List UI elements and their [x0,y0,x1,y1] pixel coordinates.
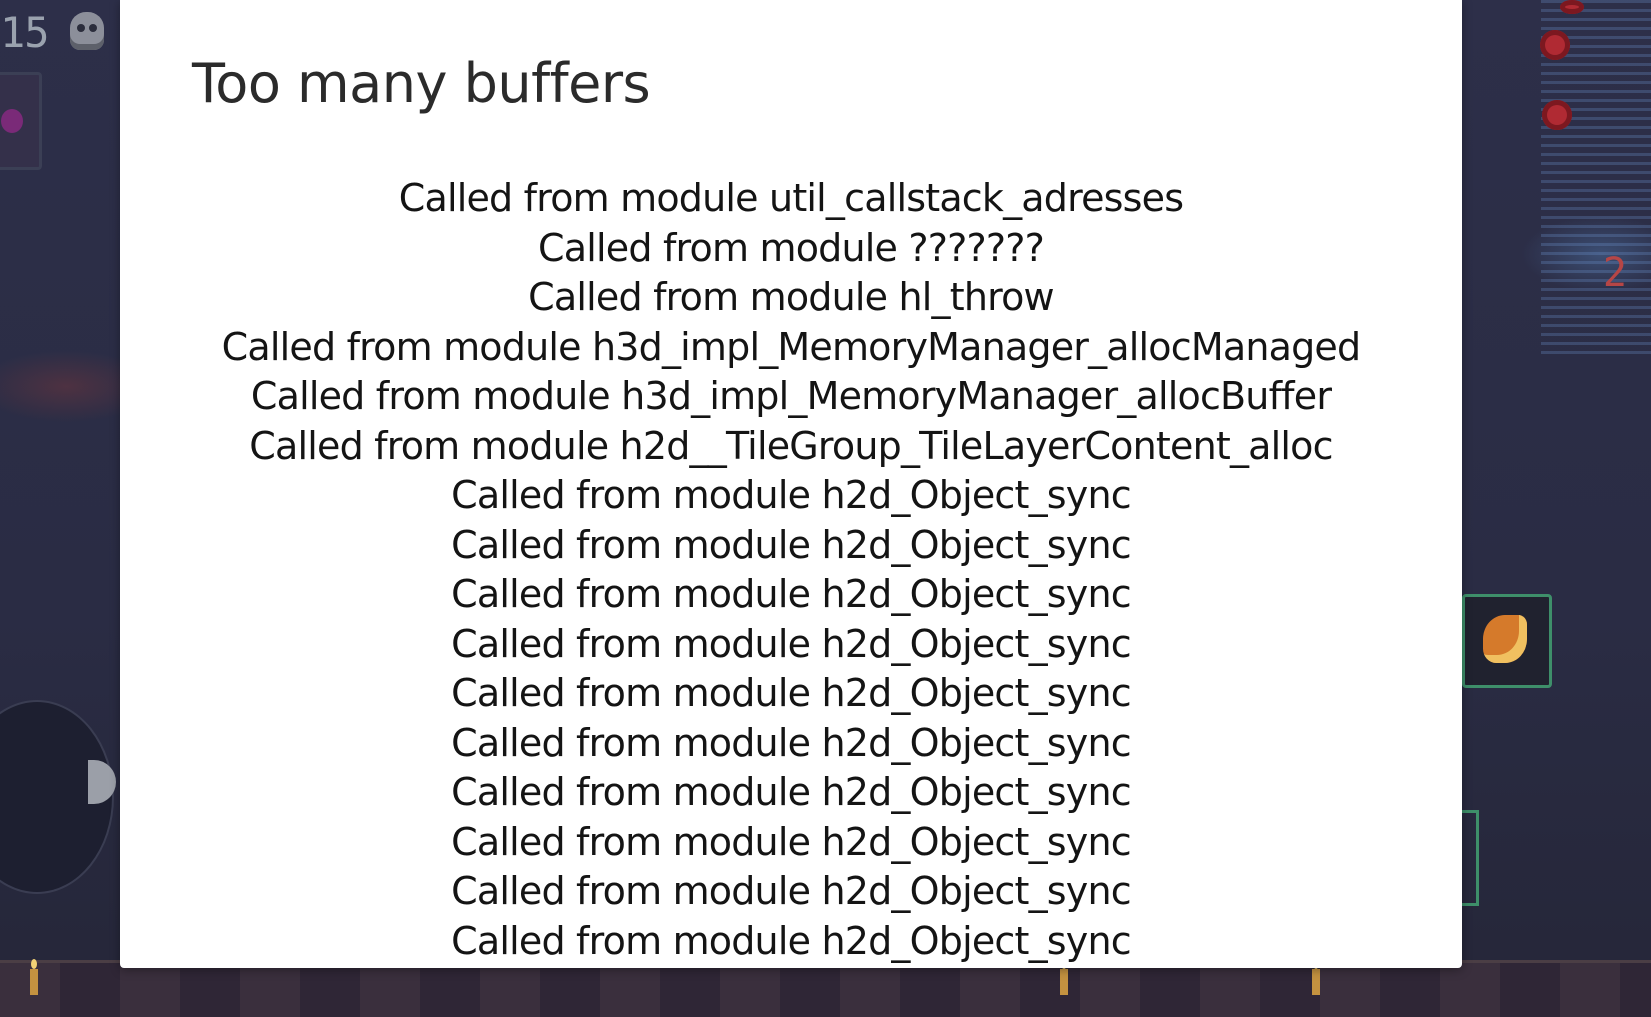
callstack-line: Called from module h2d__TileGroup_TileLa… [249,423,1333,468]
dialog-title: Too many buffers [192,52,651,115]
callstack-line: Called from module hl_throw [528,275,1054,319]
floor [0,960,1651,1017]
candle-icon [1312,959,1320,995]
callstack-line: Called from module h2d_Object_sync [451,819,1132,864]
callstack-list: Called from module util_callstack_adress… [120,174,1462,966]
callstack-line: Called from module h3d_impl_MemoryManage… [221,324,1361,369]
hud-counter: 15 [0,8,50,57]
callstack-line: Called from module h3d_impl_MemoryManage… [250,374,1332,418]
callstack-line: Called from module h2d_Object_sync [451,869,1132,913]
callstack-line: Called from module h2d_Object_sync [451,918,1132,963]
skull-icon [70,12,104,50]
callstack-line: Called from module ??????? [538,225,1045,270]
right-item-slot [1462,594,1552,688]
callstack-line: Called from module h2d_Object_sync [451,671,1132,715]
candle-icon [1060,959,1068,995]
rose-icon [1560,0,1584,14]
rose-icon [1540,30,1570,60]
callstack-line: Called from module util_callstack_adress… [398,176,1184,220]
error-dialog: Too many buffers Called from module util… [120,0,1462,968]
left-item-slot [0,72,42,170]
callstack-line: Called from module h2d_Object_sync [451,572,1132,616]
callstack-line: Called from module h2d_Object_sync [451,473,1132,517]
side-number: 2 [1602,250,1627,296]
callstack-line: Called from module h2d_Object_sync [451,522,1132,567]
right-item-bracket [1462,810,1479,906]
callstack-line: Called from module h2d_Object_sync [451,621,1132,666]
candle-icon [30,959,38,995]
rose-icon [1542,100,1572,130]
callstack-line: Called from module h2d_Object_sync [451,720,1132,765]
callstack-line: Called from module h2d_Object_sync [451,770,1132,814]
right-wall-decoration [1541,0,1651,360]
